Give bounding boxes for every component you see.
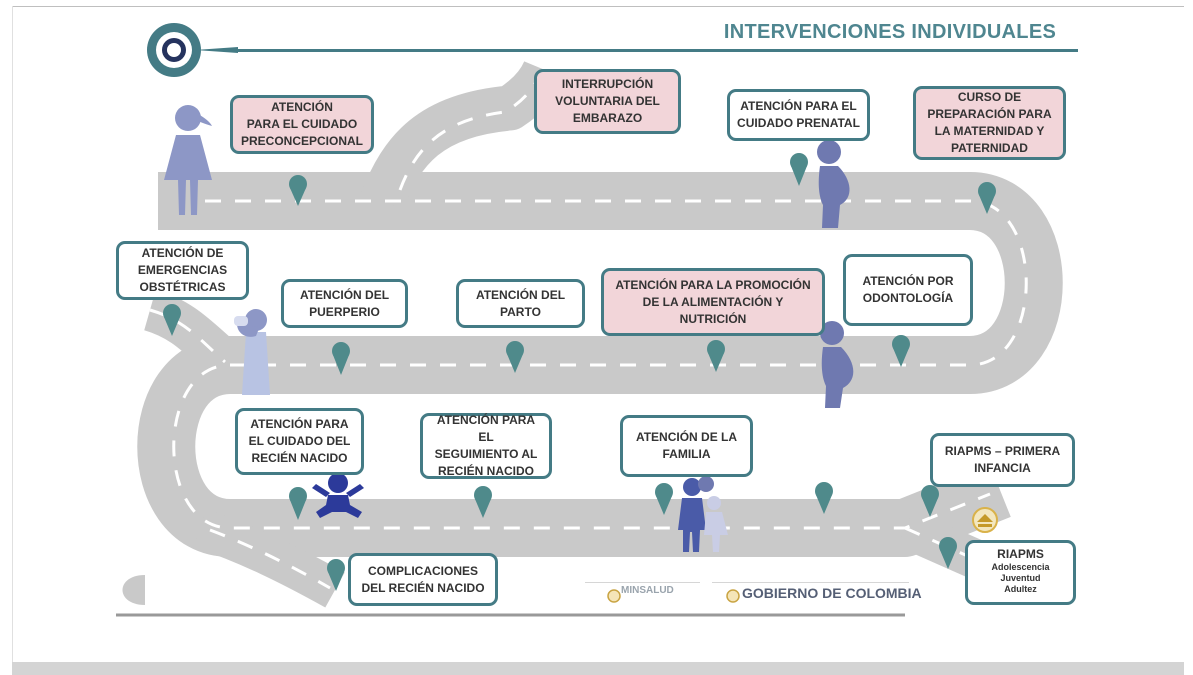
page-title: INTERVENCIONES INDIVIDUALES xyxy=(723,21,1057,43)
pregnant-woman-icon xyxy=(817,140,850,228)
riapms-item: Adultez xyxy=(1004,584,1037,594)
box-curso-preparacion: CURSO DE PREPARACIÓN PARA LA MATERNIDAD … xyxy=(913,86,1066,160)
riapms-emblem-icon xyxy=(972,507,998,533)
box-odontologia: ATENCIÓN POR ODONTOLOGÍA xyxy=(843,254,973,326)
box-cuidado-prenatal: ATENCIÓN PARA EL CUIDADO PRENATAL xyxy=(727,89,870,141)
frame-top-border xyxy=(12,6,1184,7)
gobierno-logo-text: GOBIERNO DE COLOMBIA xyxy=(742,585,922,601)
family-icon xyxy=(678,476,728,552)
box-atencion-puerperio: ATENCIÓN DEL PUERPERIO xyxy=(281,279,408,328)
minsalud-logo: MINSALUD xyxy=(603,585,674,596)
riapms-title: RIAPMS xyxy=(997,547,1044,561)
mother-with-baby-icon xyxy=(234,309,270,395)
pin-icon xyxy=(327,559,345,591)
box-alimentacion-nutricion: ATENCIÓN PARA LA PROMOCIÓN DE LA ALIMENT… xyxy=(601,268,825,336)
box-seguimiento-recien-nacido: ATENCIÓN PARA EL SEGUIMIENTO AL RECIÉN N… xyxy=(420,413,552,479)
road-left-edge xyxy=(122,575,145,605)
bottom-bar xyxy=(12,662,1184,675)
pin-icon xyxy=(655,483,673,515)
logo-divider xyxy=(712,582,909,583)
pin-icon xyxy=(474,486,492,518)
box-riapms-primera-infancia: RIAPMS – PRIMERA INFANCIA xyxy=(930,433,1075,487)
pin-icon xyxy=(163,304,181,336)
riapms-item: Adolescencia xyxy=(991,562,1050,572)
location-marker-icon xyxy=(147,23,238,77)
box-emergencias-obstetricas: ATENCIÓN DE EMERGENCIAS OBSTÉTRICAS xyxy=(116,241,249,300)
pin-icon xyxy=(289,175,307,206)
box-riapms: RIAPMS Adolescencia Juventud Adultez xyxy=(965,540,1076,605)
woman-icon xyxy=(164,105,212,215)
pins xyxy=(163,153,996,591)
road-dashes xyxy=(149,79,1028,590)
pin-icon xyxy=(939,537,957,569)
minsalud-logo-text: MINSALUD xyxy=(621,585,674,596)
box-atencion-preconcepcional: ATENCIÓN PARA EL CUIDADO PRECONCEPCIONAL xyxy=(230,95,374,154)
pin-icon xyxy=(892,335,910,367)
pin-icon xyxy=(978,182,996,214)
pin-icon xyxy=(707,340,725,372)
pin-icon xyxy=(506,341,524,373)
pin-icon xyxy=(332,342,350,375)
box-atencion-parto: ATENCIÓN DEL PARTO xyxy=(456,279,585,328)
box-cuidado-recien-nacido: ATENCIÓN PARA EL CUIDADO DEL RECIÉN NACI… xyxy=(235,408,364,475)
pin-icon xyxy=(921,485,939,517)
box-complicaciones-recien-nacido: COMPLICACIONES DEL RECIÉN NACIDO xyxy=(348,553,498,606)
frame-left-border xyxy=(12,6,13,666)
pin-icon xyxy=(815,482,833,514)
colombia-seal-icon xyxy=(726,589,740,603)
title-underline xyxy=(232,49,1078,52)
box-atencion-familia: ATENCIÓN DE LA FAMILIA xyxy=(620,415,753,477)
box-interrupcion-voluntaria: INTERRUPCIÓN VOLUNTARIA DEL EMBARAZO xyxy=(534,69,681,134)
pin-icon xyxy=(790,153,808,186)
pin-icon xyxy=(289,487,307,520)
baby-icon xyxy=(312,473,364,518)
minsalud-seal-icon xyxy=(607,589,621,603)
logo-divider xyxy=(585,582,700,583)
gobierno-colombia-logo: GOBIERNO DE COLOMBIA xyxy=(726,585,922,601)
pregnant-woman-icon xyxy=(820,321,854,408)
riapms-item: Juventud xyxy=(1000,573,1041,583)
